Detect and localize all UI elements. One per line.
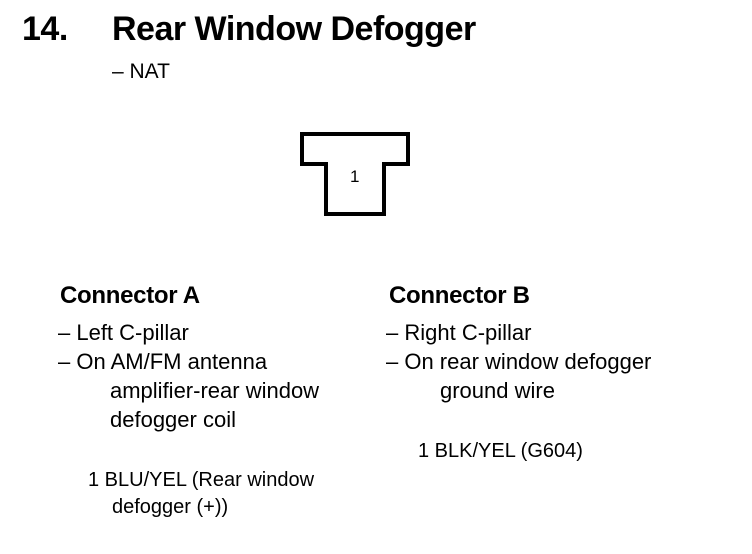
connector-b-location: – Right C-pillar [386,320,532,345]
connector-a-description: – On AM/FM antenna [58,349,268,374]
market-label: – NAT [112,60,170,83]
connector-b-description-cont: ground wire [440,378,555,403]
connector-b-pin-1: 1 BLK/YEL (G604) [418,440,583,462]
connector-diagram: 1 [300,132,410,216]
connector-b-heading: Connector B [389,282,530,309]
connector-a-description-cont: amplifier-rear window [110,378,320,403]
connector-outline [300,132,410,216]
connector-a-heading: Connector A [60,282,200,309]
page-title: Rear Window Defogger [112,10,476,48]
connector-b-description: – On rear window defogger [386,349,652,374]
connector-a-description-cont: defogger coil [110,407,236,432]
section-number: 14. [22,10,68,48]
connector-a-location: – Left C-pillar [58,320,189,345]
connector-a-pin-1: 1 BLU/YEL (Rear window [88,469,315,491]
pin-number-label: 1 [350,167,359,186]
connector-a-pin-1-cont: defogger (+)) [112,496,229,518]
